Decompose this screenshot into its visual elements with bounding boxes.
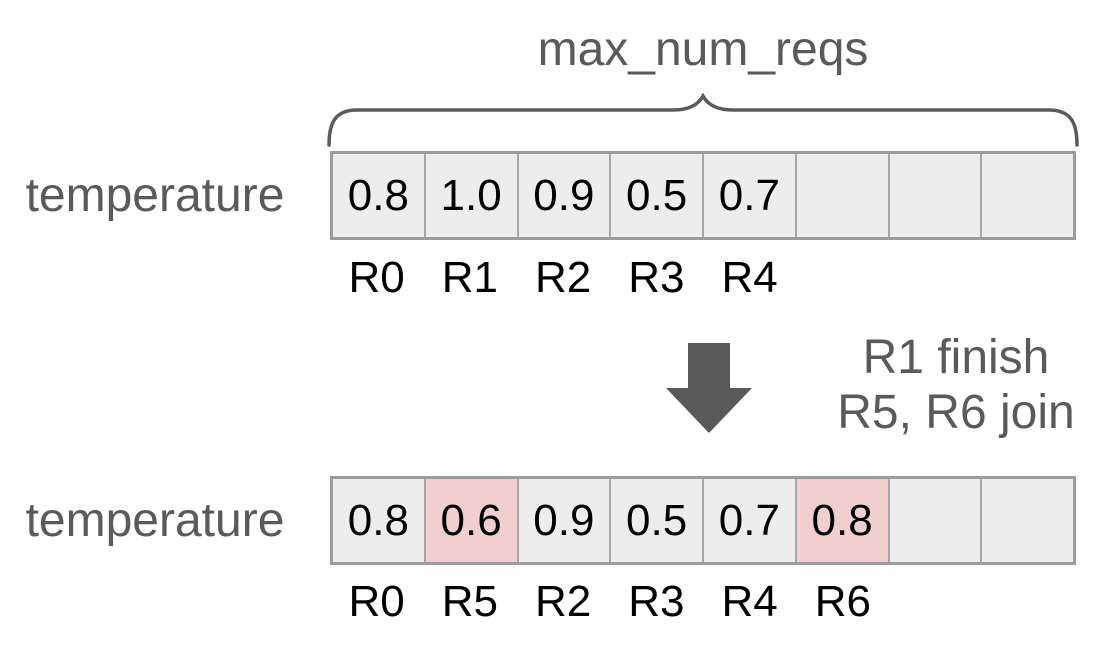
table-cell-empty: [889, 154, 983, 237]
request-id: R1: [441, 253, 498, 302]
table-cell: 0.5: [611, 479, 704, 562]
table-cell-empty: [982, 154, 1073, 237]
request-id: [890, 254, 983, 302]
request-id: [983, 578, 1076, 626]
temperature-array-before: 0.8 1.0 0.9 0.5 0.7: [330, 151, 1076, 240]
cell-value: 0.9: [533, 170, 595, 220]
table-cell: 0.8: [333, 479, 426, 562]
cell-value: 1.0: [440, 170, 502, 220]
cell-value: 0.5: [626, 495, 688, 545]
table-cell-empty: [889, 479, 983, 562]
request-id: [796, 254, 889, 302]
request-id: R0: [348, 253, 405, 302]
request-ids-before: R0 R1 R2 R3 R4: [330, 254, 1076, 302]
request-id: R2: [535, 577, 592, 626]
cell-value: 0.8: [347, 170, 409, 220]
request-id: [983, 254, 1076, 302]
request-id: R4: [721, 253, 778, 302]
request-id: R2: [535, 253, 592, 302]
transition-line1: R1 finish: [862, 331, 1050, 384]
request-id: R3: [628, 577, 685, 626]
transition-line2: R5, R6 join: [837, 386, 1075, 439]
table-cell-empty: [982, 479, 1073, 562]
max-num-reqs-label: max_num_reqs: [537, 23, 869, 76]
request-id: [890, 578, 983, 626]
temperature-label-before: temperature: [25, 168, 285, 222]
request-id: R4: [721, 577, 778, 626]
table-cell: 0.5: [611, 154, 704, 237]
temperature-label-after: temperature: [25, 493, 285, 547]
table-cell: 0.7: [704, 154, 797, 237]
max-num-reqs-brace-icon: [327, 93, 1079, 147]
table-cell: 0.9: [518, 479, 612, 562]
request-id: R0: [348, 577, 405, 626]
request-ids-after: R0 R5 R2 R3 R4 R6: [330, 578, 1076, 626]
table-cell: 0.9: [518, 154, 612, 237]
temperature-array-after: 0.8 0.6 0.9 0.5 0.7 0.8: [330, 476, 1076, 565]
table-cell-empty: [796, 154, 890, 237]
table-cell: 0.7: [704, 479, 797, 562]
cell-value: 0.7: [718, 495, 780, 545]
table-cell: 0.8: [333, 154, 426, 237]
table-cell-highlighted: 0.8: [796, 479, 890, 562]
cell-value: 0.8: [347, 495, 409, 545]
cell-value: 0.6: [440, 495, 502, 545]
cell-value: 0.9: [533, 495, 595, 545]
down-arrow-icon: [666, 343, 752, 433]
transition-annotation: R1 finish R5, R6 join: [828, 330, 1084, 440]
cell-value: 0.5: [626, 170, 688, 220]
request-id: R6: [814, 577, 871, 626]
cell-value: 0.8: [811, 495, 873, 545]
request-id: R5: [441, 577, 498, 626]
request-id: R3: [628, 253, 685, 302]
table-cell: 1.0: [425, 154, 519, 237]
cell-value: 0.7: [718, 170, 780, 220]
table-cell-highlighted: 0.6: [425, 479, 519, 562]
